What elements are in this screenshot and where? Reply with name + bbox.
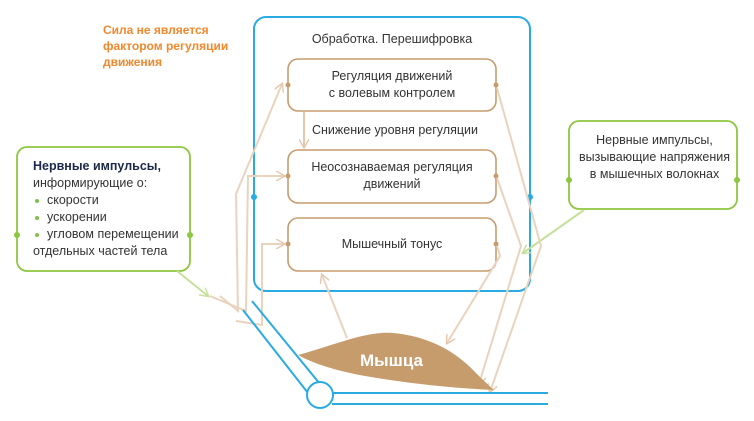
force-note: Сила не является фактором регуляции движ… — [103, 22, 253, 70]
left-info-dot-right — [187, 232, 193, 238]
left-info-head: Нервные импульсы, — [33, 159, 161, 173]
left-info-sub: информирующие о: — [33, 176, 148, 190]
unconscious-dot-left — [285, 173, 291, 179]
left-info-tail: отдельных частей тела — [33, 244, 168, 258]
left-info-box — [16, 146, 191, 272]
list-item: угловом перемещении — [33, 226, 198, 243]
tone-dot-right — [493, 241, 499, 247]
tone-dot-left — [285, 241, 291, 247]
muscle-label: Мышца — [360, 351, 423, 370]
unconscious-regulation-label: Неосознаваемая регуляция движений — [288, 159, 496, 193]
right-info-text: Нервные импульсы, вызывающие напряжения … — [572, 132, 737, 183]
unconscious-line-1: Неосознаваемая регуляция — [311, 160, 473, 174]
voluntary-line-1: Регуляция движений — [331, 69, 453, 83]
voluntary-line-2: с волевым контролем — [328, 86, 456, 100]
right-info-line-1: Нервные импульсы, — [596, 133, 713, 147]
right-info-dot-right — [734, 177, 740, 183]
reduction-label: Снижение уровня регуляции — [312, 123, 478, 137]
efferent-paths — [322, 87, 543, 392]
right-green-arrow — [523, 209, 585, 253]
right-info-box — [568, 120, 738, 210]
muscle-tone-label: Мышечный тонус — [341, 237, 443, 251]
left-info-list: скорости ускорении угловом перемещении — [33, 192, 198, 243]
unconscious-dot-right — [493, 173, 499, 179]
afferent-paths — [209, 84, 284, 327]
force-note-line-1: Сила не является — [103, 23, 209, 37]
processing-frame — [253, 16, 531, 292]
bones — [242, 300, 548, 405]
force-note-line-3: движения — [103, 55, 163, 69]
voluntary-dot-right — [493, 82, 499, 88]
right-info-line-2: вызывающие напряжения — [578, 150, 731, 164]
muscle-shape — [298, 332, 494, 390]
right-info-dot-left — [566, 177, 572, 183]
list-item: ускорении — [33, 209, 198, 226]
processing-title: Обработка. Перешифровка — [311, 32, 473, 46]
voluntary-regulation-label: Регуляция движений с волевым контролем — [288, 68, 496, 102]
left-info-text: Нервные импульсы, информирующие о: скоро… — [33, 158, 198, 260]
left-info-dot-left — [14, 232, 20, 238]
right-info-line-3: в мышечных волокнах — [589, 167, 720, 181]
voluntary-dot-left — [285, 82, 291, 88]
frame-dot-left — [251, 194, 257, 200]
unconscious-line-2: движений — [363, 177, 421, 191]
left-green-arrow — [176, 270, 208, 296]
joint — [306, 381, 334, 409]
force-note-line-2: фактором регуляции — [103, 39, 229, 53]
list-item: скорости — [33, 192, 198, 209]
